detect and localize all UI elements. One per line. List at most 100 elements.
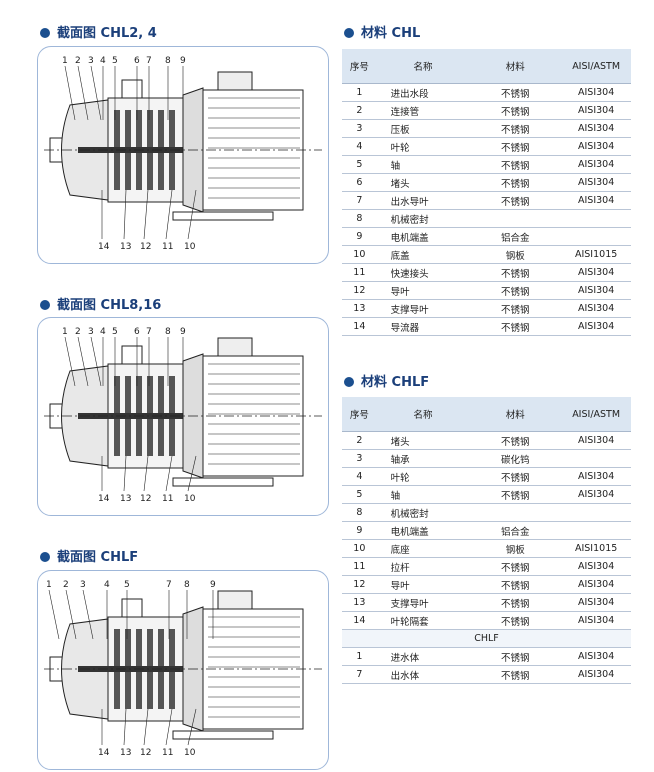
cell-no: 13	[342, 593, 377, 612]
bullet-icon	[40, 552, 50, 562]
cell-name: 出水导叶	[376, 191, 470, 210]
cell-no: 11	[342, 557, 377, 576]
cell-material: 不锈钢	[469, 593, 562, 612]
leader-line	[123, 708, 127, 746]
cell-material: 不锈钢	[469, 431, 562, 450]
cell-aisi: AISI304	[561, 467, 631, 486]
callout-number: 9	[180, 327, 186, 337]
cell-material: 不锈钢	[469, 173, 562, 192]
cell-name: 堵头	[376, 173, 470, 192]
cell-aisi: AISI304	[561, 557, 631, 576]
cell-name: 底座	[376, 539, 470, 558]
leader-line	[48, 589, 60, 640]
cell-material: 不锈钢	[469, 299, 562, 318]
cell-aisi: AISI304	[561, 101, 631, 120]
outlet-port	[121, 79, 143, 99]
cell-name: 进出水段	[376, 83, 470, 102]
cell-name: 叶轮	[376, 467, 470, 486]
callout-number: 7	[146, 327, 152, 337]
cell-no: 10	[342, 245, 377, 264]
cell-no: 8	[342, 209, 377, 228]
callout-number: 11	[162, 494, 173, 504]
cell-material: 不锈钢	[469, 317, 562, 336]
col-header-material: 材料	[469, 49, 562, 84]
callout-number: 5	[112, 56, 118, 66]
cell-name: 轴	[376, 155, 470, 174]
callout-number: 10	[184, 748, 196, 758]
cell-name: 导叶	[376, 281, 470, 300]
cell-name: 导叶	[376, 575, 470, 594]
cell-material: 不锈钢	[469, 119, 562, 138]
callout-number: 9	[210, 580, 216, 590]
cell-aisi: AISI304	[561, 593, 631, 612]
cell-no: 14	[342, 317, 377, 336]
cell-aisi: AISI304	[561, 263, 631, 282]
cell-name: 电机端盖	[376, 227, 470, 246]
leader-line	[77, 65, 89, 121]
cell-aisi: AISI304	[561, 281, 631, 300]
cell-aisi: AISI304	[561, 317, 631, 336]
bullet-icon	[40, 28, 50, 38]
cell-material: 碳化钨	[469, 449, 562, 468]
cell-material: 不锈钢	[469, 647, 562, 666]
table-title-chlf: 材料 CHLF	[344, 371, 429, 390]
leader-line	[123, 189, 127, 240]
callout-number: 5	[124, 580, 130, 590]
cell-no: 8	[342, 503, 377, 522]
leader-line	[143, 455, 149, 492]
cell-no: 5	[342, 155, 377, 174]
outlet-port	[121, 598, 143, 618]
callout-number: 13	[120, 494, 131, 504]
col-header-name: 名称	[376, 397, 470, 432]
cell-no: 11	[342, 263, 377, 282]
table-title-text: 材料 CHLF	[361, 375, 430, 390]
leader-line	[187, 708, 197, 746]
cell-name: 堵头	[376, 431, 470, 450]
cell-no: 10	[342, 539, 377, 558]
cell-name: 轴	[376, 485, 470, 504]
callout-number: 5	[112, 327, 118, 337]
cell-material: 不锈钢	[469, 665, 562, 684]
cell-material: 不锈钢	[469, 263, 562, 282]
callout-number: 6	[134, 56, 140, 66]
cell-name: 叶轮隔套	[376, 611, 470, 630]
cell-aisi: AISI304	[561, 155, 631, 174]
base-plate	[172, 730, 274, 740]
figure-title-chl816: 截面图 CHL8,16	[40, 294, 161, 313]
cell-aisi	[561, 521, 631, 540]
callout-number: 11	[162, 242, 173, 252]
cell-aisi	[561, 449, 631, 468]
cell-no: 6	[342, 173, 377, 192]
cell-aisi: AISI304	[561, 137, 631, 156]
cell-name: 底盖	[376, 245, 470, 264]
cell-aisi: AISI304	[561, 173, 631, 192]
callout-number: 1	[62, 56, 68, 66]
callout-number: 9	[180, 56, 186, 66]
bullet-icon	[40, 300, 50, 310]
callout-number: 7	[166, 580, 172, 590]
callout-number: 3	[88, 56, 94, 66]
callout-number: 2	[63, 580, 69, 590]
callout-number: 1	[46, 580, 52, 590]
cell-no: 9	[342, 521, 377, 540]
cell-material: 铝合金	[469, 521, 562, 540]
cell-material: 不锈钢	[469, 137, 562, 156]
terminal-box	[217, 337, 253, 357]
cell-material: 不锈钢	[469, 485, 562, 504]
table-subheader: CHLF	[342, 629, 631, 648]
